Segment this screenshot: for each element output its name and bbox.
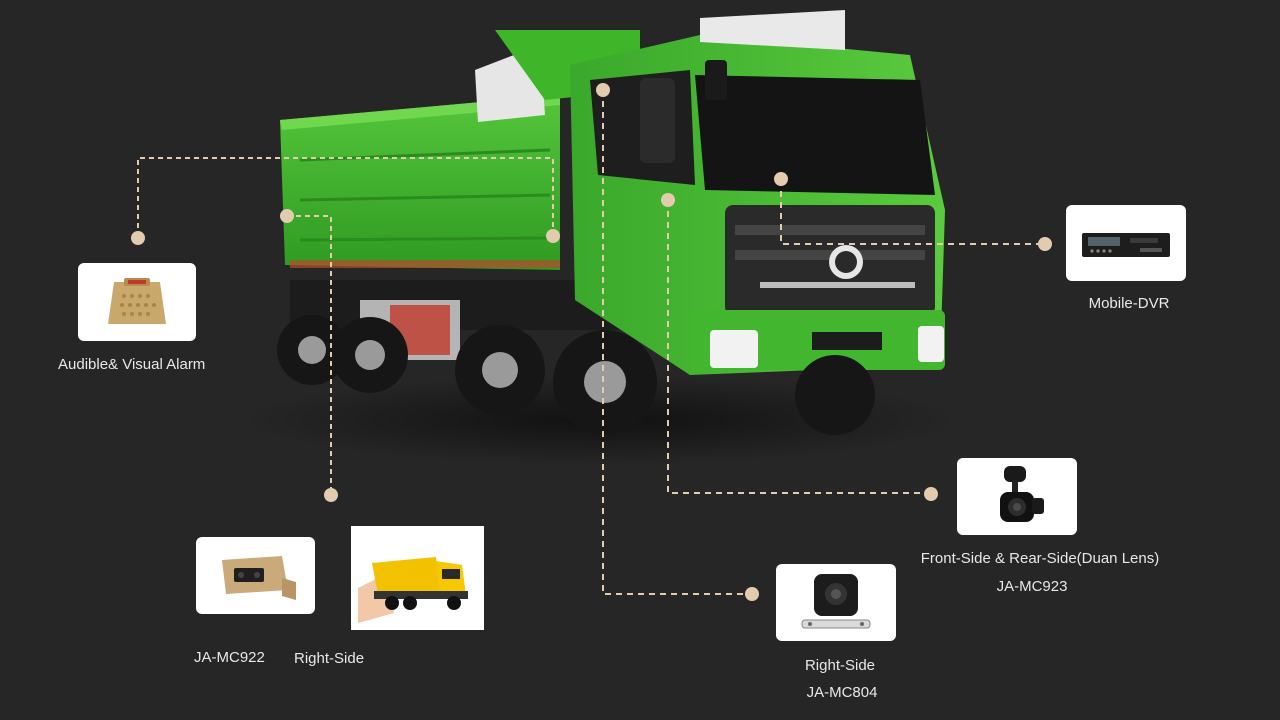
camera-mc804-icon bbox=[801, 573, 871, 628]
mc804-connector bbox=[602, 90, 752, 595]
camera-mc922-icon bbox=[221, 555, 296, 600]
mc922-card bbox=[196, 537, 315, 614]
mc804-position-label: Right-Side bbox=[804, 657, 876, 674]
alarm-label: Audible& Visual Alarm bbox=[58, 356, 206, 373]
right-side-view-card bbox=[351, 526, 484, 630]
mc923-connector bbox=[667, 200, 930, 494]
mc804-model-label: JA-MC804 bbox=[806, 684, 878, 701]
alarm-device-icon bbox=[108, 278, 166, 324]
mc922-position-label: Right-Side bbox=[294, 650, 365, 667]
camera-mc923-icon bbox=[1000, 465, 1044, 522]
mc804-card bbox=[776, 564, 896, 641]
mc922-model-label: JA-MC922 bbox=[194, 649, 265, 666]
right-side-view-truck-icon bbox=[357, 557, 468, 623]
dvr-label: Mobile-DVR bbox=[1088, 295, 1170, 312]
dvr-card bbox=[1066, 205, 1186, 281]
dvr-device-icon bbox=[1082, 233, 1170, 257]
green-dump-truck bbox=[240, 10, 960, 465]
alarm-card bbox=[78, 263, 196, 341]
alarm-connector bbox=[137, 157, 554, 237]
connector-lines bbox=[137, 90, 1045, 595]
mc923-model-label: JA-MC923 bbox=[996, 578, 1068, 595]
mc923-position-label: Front-Side & Rear-Side(Duan Lens) bbox=[920, 550, 1160, 567]
connector-dots bbox=[131, 83, 1052, 601]
mc923-card bbox=[957, 458, 1077, 535]
mc922-connector bbox=[287, 215, 332, 495]
